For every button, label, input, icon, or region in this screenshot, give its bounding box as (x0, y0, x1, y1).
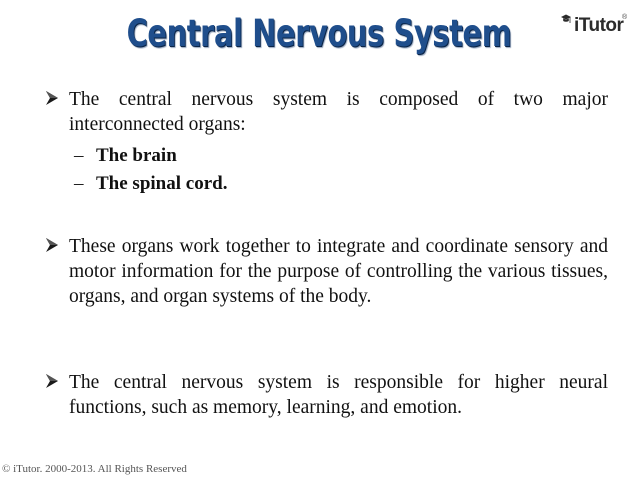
copyright-footer: © iTutor. 2000-2013. All Rights Reserved (2, 463, 187, 475)
bullet-item: The central nervous system is composed o… (44, 87, 608, 137)
sub-item-dash: – (74, 145, 84, 166)
bullet-item: These organs work together to integrate … (44, 234, 608, 309)
sub-item-dash: – (74, 173, 84, 194)
bullet-item: The central nervous system is responsibl… (44, 370, 608, 420)
arrow-bullet-icon (46, 91, 58, 105)
sub-item-text: The spinal cord. (96, 173, 228, 194)
registered-mark: ® (622, 14, 628, 21)
brand-logo: iTutor ® (560, 11, 630, 41)
slide-title: Central Nervous System (126, 12, 512, 55)
sub-item: –The brain (74, 143, 177, 168)
bullet-text: These organs work together to integrate … (69, 236, 608, 307)
sub-item: –The spinal cord. (74, 171, 227, 196)
bullet-text: The central nervous system is composed o… (69, 89, 608, 135)
bullet-text: The central nervous system is responsibl… (69, 372, 608, 418)
sub-item-text: The brain (96, 145, 177, 166)
arrow-bullet-icon (46, 374, 58, 388)
graduation-cap-icon (561, 14, 571, 23)
arrow-bullet-icon (46, 238, 58, 252)
brand-name: iTutor (574, 15, 624, 36)
